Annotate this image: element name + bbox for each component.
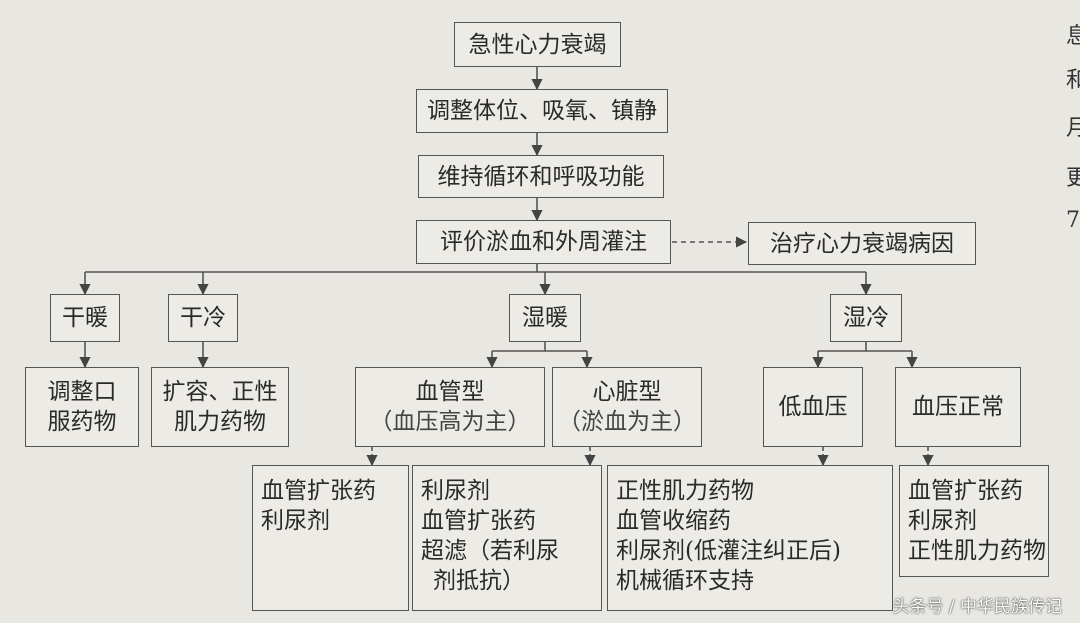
treatment-line: 肌力药物 (174, 409, 266, 435)
treatment-line: 血管扩张药 (421, 508, 536, 534)
treatment-line: 利尿剂 (421, 478, 490, 504)
dry-cold-box: 干冷 (168, 294, 238, 342)
assess-congestion-box: 评价淤血和外周灌注 (416, 220, 671, 264)
cardiac-type-subtitle: （淤血为主） (558, 409, 696, 435)
edge-char: 息 (1066, 24, 1080, 49)
dry-cold-treatment-box: 扩容、正性 肌力药物 (151, 367, 289, 447)
vascular-type-box: 血管型 （血压高为主） (355, 367, 545, 447)
treatment-line: 利尿剂 (908, 508, 977, 534)
normal-bp-treatment-box: 血管扩张药 利尿剂 正性肌力药物 (899, 465, 1049, 577)
acute-heart-failure-box: 急性心力衰竭 (454, 22, 621, 67)
vascular-type-subtitle: （血压高为主） (369, 409, 531, 435)
low-bp-treatment-box: 正性肌力药物 血管收缩药 利尿剂(低灌注纠正后) 机械循环支持 (607, 465, 893, 611)
treatment-line: 服药物 (47, 409, 117, 435)
normal-bp-box: 血压正常 (895, 367, 1021, 447)
edge-char: 月 (1066, 116, 1080, 141)
position-oxygen-sedation-box: 调整体位、吸氧、镇静 (416, 89, 668, 133)
cardiac-treatment-box: 利尿剂 血管扩张药 超滤（若利尿 剂抵抗） (412, 465, 602, 611)
treatment-line: 超滤（若利尿 (421, 538, 559, 564)
treatment-line: 剂抵抗） (433, 568, 525, 594)
edge-char: 7 (1066, 208, 1080, 233)
cardiac-type-title: 心脏型 (592, 379, 662, 405)
wet-warm-box: 湿暖 (509, 294, 581, 342)
dry-warm-treatment-box: 调整口 服药物 (25, 367, 139, 447)
maintain-circulation-box: 维持循环和呼吸功能 (418, 155, 664, 198)
vascular-treatment-box: 血管扩张药 利尿剂 (252, 465, 409, 611)
treatment-line: 正性肌力药物 (908, 538, 1046, 564)
low-bp-box: 低血压 (763, 367, 863, 447)
edge-char: 更 (1066, 166, 1080, 191)
treatment-line: 正性肌力药物 (616, 478, 754, 504)
treatment-line: 血管扩张药 (908, 478, 1023, 504)
cardiac-type-box: 心脏型 （淤血为主） (552, 367, 702, 447)
treatment-line: 调整口 (47, 379, 117, 405)
dry-warm-box: 干暖 (50, 294, 120, 342)
watermark-text: 头条号 / 中华民族传记 (892, 597, 1062, 617)
treatment-line: 扩容、正性 (162, 379, 278, 405)
treatment-line: 血管扩张药 (261, 478, 376, 504)
edge-char: 和 (1066, 68, 1080, 93)
wet-cold-box: 湿冷 (830, 294, 902, 342)
treatment-line: 利尿剂 (261, 508, 330, 534)
treatment-line: 利尿剂(低灌注纠正后) (616, 538, 841, 564)
treatment-line: 机械循环支持 (616, 568, 754, 594)
vascular-type-title: 血管型 (415, 379, 485, 405)
treat-cause-box: 治疗心力衰竭病因 (748, 222, 976, 265)
treatment-line: 血管收缩药 (616, 508, 731, 534)
